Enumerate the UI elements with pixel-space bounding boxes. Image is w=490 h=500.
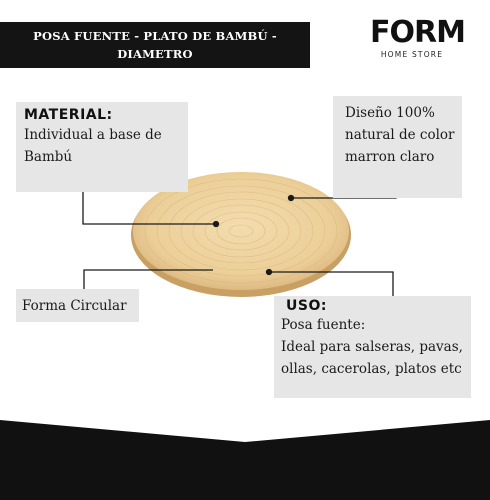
brand-subtitle: HOME STORE <box>380 50 444 59</box>
brand-logo: FORM <box>370 15 466 50</box>
material-callout: MATERIAL: Individual a base de Bambú <box>16 102 188 192</box>
design-callout: Diseño 100% natural de color marron clar… <box>333 96 462 198</box>
page-title: POSA FUENTE - PLATO DE BAMBÚ - DIAMETRO … <box>6 27 304 81</box>
usage-description: Posa fuente: Ideal para salseras, pavas,… <box>281 314 471 380</box>
shape-description: Forma Circular <box>22 298 127 314</box>
page-title-line-1: POSA FUENTE - PLATO DE BAMBÚ - DIAMETRO <box>33 29 277 61</box>
uso-connector-dot <box>265 268 273 276</box>
design-description: Diseño 100% natural de color marron clar… <box>345 102 462 168</box>
uso-connector <box>269 271 394 296</box>
bottom-decorative-band <box>0 420 490 500</box>
usage-line-3: ollas, cacerolas, platos etc <box>281 361 462 377</box>
forma-connector <box>83 269 213 289</box>
usage-line-2: Ideal para salseras, pavas, <box>281 339 463 355</box>
title-banner: POSA FUENTE - PLATO DE BAMBÚ - DIAMETRO … <box>0 22 310 79</box>
material-connector <box>82 190 216 225</box>
bamboo-plate-image <box>131 172 351 297</box>
usage-line-1: Posa fuente: <box>281 317 366 333</box>
diseno-connector-dot <box>287 194 295 202</box>
page-title-line-2: 30CM <box>135 65 175 79</box>
material-line-1: Individual a base de <box>24 127 162 143</box>
usage-heading: USO: <box>286 298 327 314</box>
plate-rings <box>144 178 338 284</box>
usage-callout: USO: Posa fuente: Ideal para salseras, p… <box>274 296 471 398</box>
design-line-3: marron claro <box>345 149 435 165</box>
callout-connector-lines <box>82 190 397 296</box>
design-line-1: Diseño 100% <box>345 105 435 121</box>
material-description: Individual a base de Bambú <box>24 124 188 168</box>
material-heading: MATERIAL: <box>24 107 113 123</box>
plate-surface <box>133 172 349 290</box>
shape-callout: Forma Circular <box>16 289 139 322</box>
material-line-2: Bambú <box>24 149 73 165</box>
material-connector-dot <box>212 220 220 228</box>
design-line-2: natural de color <box>345 127 455 143</box>
